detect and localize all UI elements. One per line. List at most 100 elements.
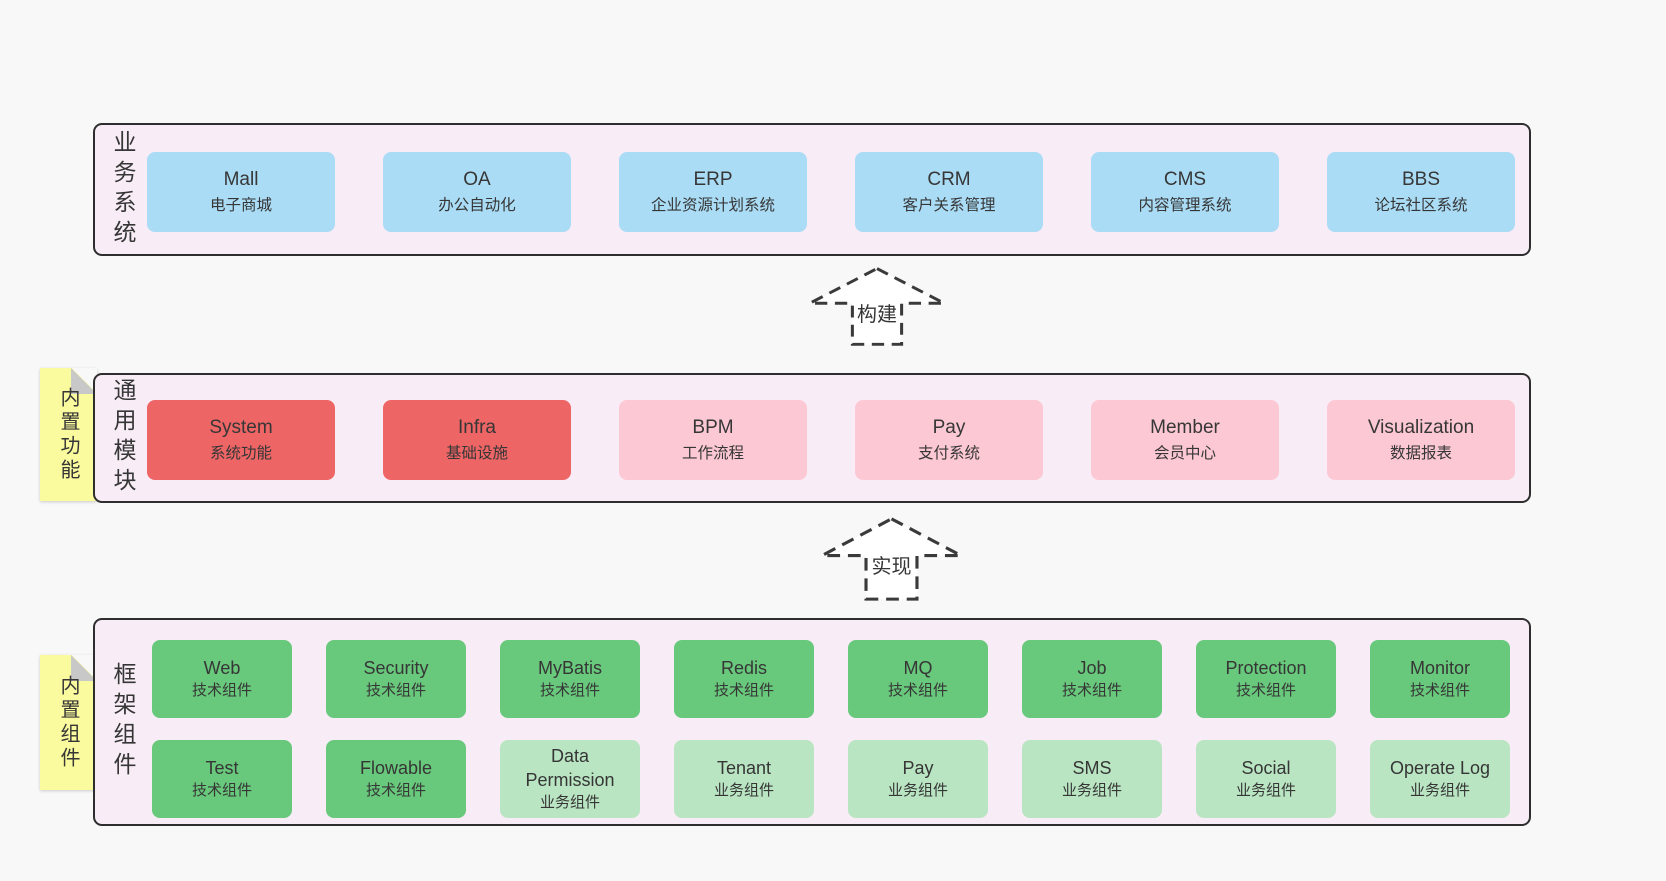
box-subtitle: 技术组件: [1409, 682, 1470, 699]
box-subtitle: 业务组件: [887, 782, 948, 799]
box-subtitle: 数据报表: [1389, 445, 1452, 462]
box-mq: MQ 技术组件: [848, 640, 988, 718]
box-title: Operate Log: [1389, 758, 1491, 778]
box-web: Web 技术组件: [152, 640, 292, 718]
box-subtitle: 企业资源计划系统: [650, 197, 775, 214]
box-title: Pay: [932, 417, 966, 438]
box-title: Pay: [902, 758, 934, 778]
panel-title: 通用模块: [110, 378, 136, 498]
box-subtitle: 办公自动化: [438, 197, 516, 214]
box-subtitle: 业务组件: [1409, 782, 1470, 799]
dashed-up-arrow-build: 构建: [806, 264, 948, 348]
box-bpm: BPM 工作流程: [619, 400, 807, 480]
box-subtitle: 技术组件: [1235, 682, 1296, 699]
box-subtitle: 电子商城: [209, 197, 272, 214]
box-title: Protection: [1225, 658, 1307, 678]
box-crm: CRM 客户关系管理: [855, 152, 1043, 232]
box-operate-log: Operate Log 业务组件: [1370, 740, 1510, 818]
box-row: Mall 电子商城 OA 办公自动化 ERP 企业资源计划系统 CRM 客户关系…: [147, 152, 1515, 232]
box-title: BPM: [692, 417, 734, 438]
box-title: SMS: [1072, 758, 1112, 778]
box-subtitle: 内容管理系统: [1138, 197, 1232, 214]
dashed-up-arrow-implement: 实现: [818, 514, 965, 603]
panel-business-systems: 业务系统 Mall 电子商城 OA 办公自动化 ERP 企业资源计划系统 CRM…: [93, 123, 1531, 256]
box-subtitle: 业务组件: [1235, 782, 1296, 799]
box-social: Social 业务组件: [1196, 740, 1336, 818]
box-title: Test: [205, 758, 239, 778]
box-row: Test 技术组件 Flowable 技术组件 Data Permission …: [147, 740, 1515, 818]
box-monitor: Monitor 技术组件: [1370, 640, 1510, 718]
box-title: Redis: [720, 658, 768, 678]
box-title: Job: [1077, 658, 1107, 678]
box-pay-component: Pay 业务组件: [848, 740, 988, 818]
box-title: BBS: [1401, 169, 1441, 190]
box-title: Social: [1241, 758, 1291, 778]
box-subtitle: 论坛社区系统: [1374, 197, 1468, 214]
box-infra: Infra 基础设施: [383, 400, 571, 480]
up-arrow-icon: [821, 517, 962, 601]
box-subtitle: 业务组件: [539, 794, 600, 811]
panel-framework-components: 框架组件 Web 技术组件 Security 技术组件 MyBatis 技术组件…: [93, 618, 1531, 826]
sticky-note-label: 内置组件: [57, 674, 79, 771]
box-title: CRM: [927, 169, 971, 190]
box-subtitle: 技术组件: [713, 682, 774, 699]
panel-title: 业务系统: [110, 129, 136, 250]
up-arrow-icon: [809, 266, 945, 346]
box-subtitle: 技术组件: [539, 682, 600, 699]
box-subtitle: 技术组件: [887, 682, 948, 699]
box-test: Test 技术组件: [152, 740, 292, 818]
sticky-note-label: 内置功能: [57, 386, 79, 483]
box-title: Visualization: [1367, 417, 1475, 438]
arrow-label: 构建: [857, 303, 897, 326]
panel-title: 框架组件: [110, 662, 136, 782]
box-sms: SMS 业务组件: [1022, 740, 1162, 818]
box-bbs: BBS 论坛社区系统: [1327, 152, 1515, 232]
sticky-note-built-in-features: 内置功能: [40, 368, 97, 501]
box-title: Web: [203, 658, 241, 678]
box-title: Member: [1150, 417, 1220, 438]
box-title: ERP: [693, 169, 733, 190]
sticky-note-built-in-components: 内置组件: [40, 655, 97, 790]
box-title: Security: [363, 658, 429, 678]
box-title: MQ: [903, 658, 933, 678]
box-subtitle: 业务组件: [1061, 782, 1122, 799]
box-data-permission: Data Permission 业务组件: [500, 740, 640, 818]
box-subtitle: 技术组件: [365, 782, 426, 799]
box-tenant: Tenant 业务组件: [674, 740, 814, 818]
box-subtitle: 业务组件: [713, 782, 774, 799]
box-security: Security 技术组件: [326, 640, 466, 718]
box-title: System: [209, 417, 273, 438]
box-protection: Protection 技术组件: [1196, 640, 1336, 718]
box-pay-system: Pay 支付系统: [855, 400, 1043, 480]
box-member: Member 会员中心: [1091, 400, 1279, 480]
box-title: Mall: [223, 169, 259, 190]
box-system: System 系统功能: [147, 400, 335, 480]
box-job: Job 技术组件: [1022, 640, 1162, 718]
box-subtitle: 会员中心: [1153, 445, 1216, 462]
box-subtitle: 客户关系管理: [902, 197, 996, 214]
box-title: Data Permission: [525, 746, 615, 790]
box-subtitle: 技术组件: [191, 682, 252, 699]
box-title: Tenant: [716, 758, 772, 778]
panel-common-modules: 通用模块 System 系统功能 Infra 基础设施 BPM 工作流程 Pay…: [93, 373, 1531, 503]
box-mall: Mall 电子商城: [147, 152, 335, 232]
arrow-label: 实现: [871, 555, 912, 578]
box-title: Infra: [457, 417, 497, 438]
box-subtitle: 技术组件: [1061, 682, 1122, 699]
box-title: OA: [463, 169, 491, 190]
box-subtitle: 支付系统: [917, 445, 980, 462]
box-subtitle: 基础设施: [445, 445, 508, 462]
box-title: Flowable: [359, 758, 433, 778]
box-flowable: Flowable 技术组件: [326, 740, 466, 818]
box-subtitle: 技术组件: [191, 782, 252, 799]
box-subtitle: 系统功能: [209, 445, 272, 462]
box-title: MyBatis: [537, 658, 602, 678]
box-subtitle: 工作流程: [681, 445, 744, 462]
box-oa: OA 办公自动化: [383, 152, 571, 232]
box-mybatis: MyBatis 技术组件: [500, 640, 640, 718]
box-subtitle: 技术组件: [365, 682, 426, 699]
box-row: System 系统功能 Infra 基础设施 BPM 工作流程 Pay 支付系统…: [147, 400, 1515, 480]
box-cms: CMS 内容管理系统: [1091, 152, 1279, 232]
box-row: Web 技术组件 Security 技术组件 MyBatis 技术组件 Redi…: [147, 640, 1515, 718]
